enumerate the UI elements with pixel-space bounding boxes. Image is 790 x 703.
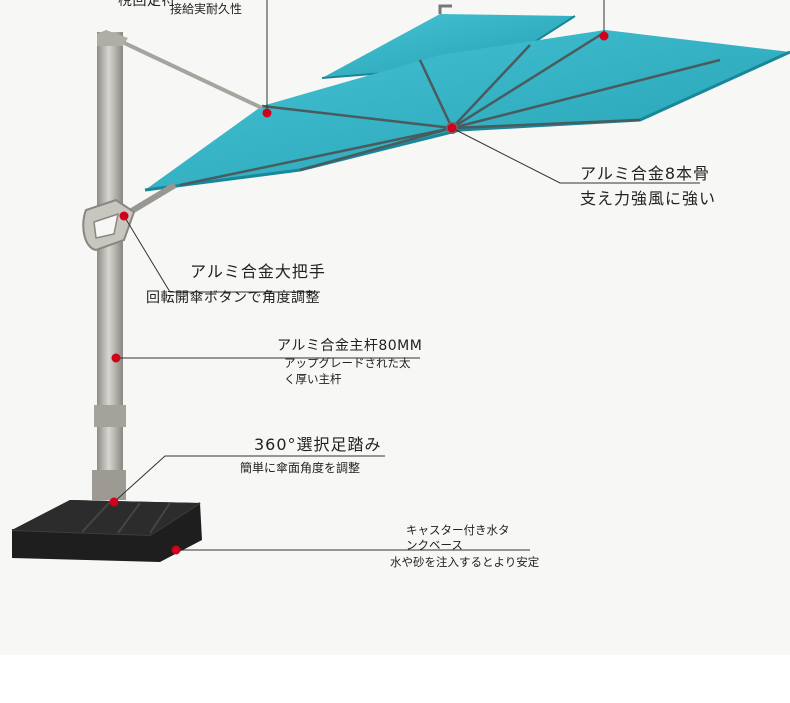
callout-leaders [113, 0, 700, 551]
base-callout-title-2: ンクベース [406, 538, 463, 552]
main-pole [92, 30, 128, 500]
umbrella-illustration [11, 0, 790, 562]
pedal-callout-subtitle: 簡単に傘面角度を調整 [240, 461, 361, 475]
pole-callout-subtitle-2: く厚い主杆 [284, 372, 342, 386]
support-arm [117, 38, 263, 110]
top-callout-title: 梲回定符 [118, 0, 176, 9]
ribs-callout-title: アルミ合金8本骨 [580, 164, 711, 183]
pole-callout-title: アルミ合金主杆80MM [277, 338, 423, 354]
ribs-callout-subtitle: 支え力強風に強い [580, 189, 717, 208]
handle-callout-subtitle: 回転開傘ボタンで角度調整 [146, 290, 320, 306]
product-canvas: 梲回定符 接給実耐久性 アルミ合金8本骨 支え力強風に強い アルミ合金大把手 回… [11, 0, 790, 569]
water-tank-base [11, 500, 202, 562]
pole-callout-subtitle-1: アップグレードされた太 [284, 356, 411, 370]
pedal-callout-title: 360°選択足踏み [254, 435, 382, 454]
handle-callout-title: アルミ合金大把手 [190, 262, 326, 281]
cantilever-arm [128, 182, 177, 215]
top-callout-subtitle: 接給実耐久性 [170, 2, 243, 16]
callout-markers [109, 31, 609, 555]
base-callout-subtitle: 水や砂を注入するとより安定 [390, 555, 540, 569]
base-callout-title-1: キャスター付き水タ [406, 523, 510, 537]
main-canopy [144, 30, 790, 192]
crank-handle [82, 198, 136, 252]
